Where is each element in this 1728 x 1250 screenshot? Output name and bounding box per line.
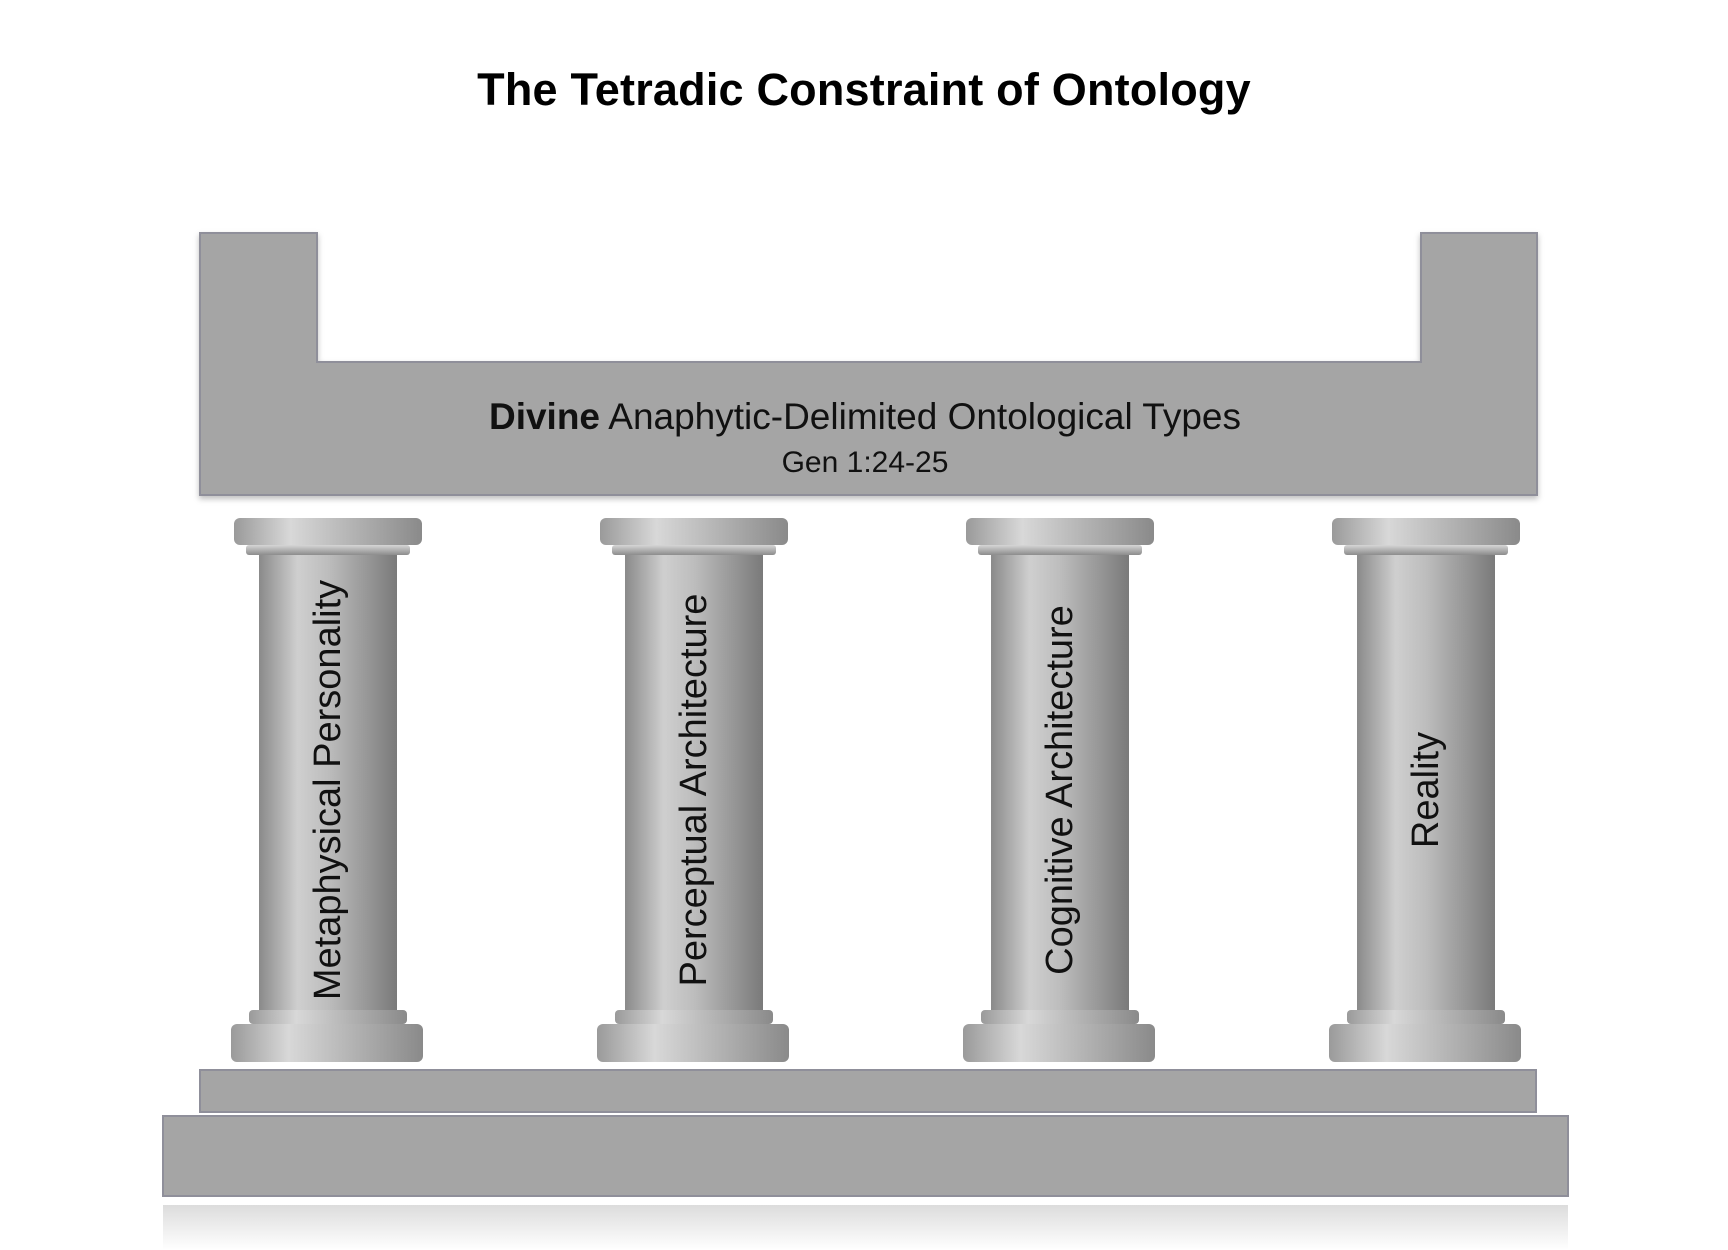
entablature-title-bold: Divine <box>488 396 601 437</box>
entablature-reference: Gen 1:24-25 <box>781 446 949 479</box>
pillar-label-2: Perceptual Architecture <box>673 593 715 987</box>
entablature-title-rest: Anaphytic-Delimited Ontological Types <box>608 396 1242 437</box>
pillar-2 <box>597 518 789 1062</box>
pillar-3 <box>963 518 1155 1062</box>
pillar-1 <box>231 518 423 1062</box>
pillar-label-3: Cognitive Architecture <box>1039 605 1081 975</box>
base-platform <box>162 1115 1569 1197</box>
entablature-title: Divine Anaphytic-Delimited Ontological T… <box>200 395 1530 439</box>
upper-step <box>199 1069 1537 1113</box>
entablature-label: Divine Anaphytic-Delimited Ontological T… <box>200 395 1530 483</box>
diagram-title: The Tetradic Constraint of Ontology <box>477 64 1251 115</box>
pillar-4 <box>1329 518 1521 1062</box>
entablature <box>199 232 1538 496</box>
base-reflection <box>163 1205 1568 1250</box>
pillar-label-1: Metaphysical Personality <box>307 579 349 1001</box>
pillar-label-4: Reality <box>1405 731 1447 849</box>
